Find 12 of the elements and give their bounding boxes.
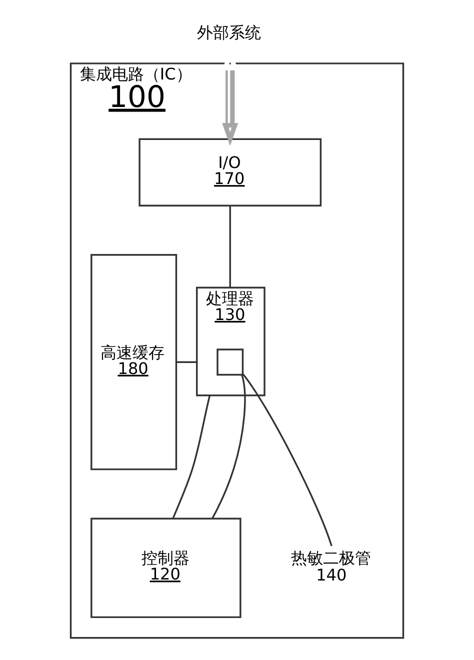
- connector: [242, 374, 332, 546]
- connector: [176, 361, 197, 363]
- node-box: [216, 348, 244, 376]
- node-box: I/O 170: [138, 138, 322, 206]
- cluster: 处理器 130: [196, 286, 266, 396]
- connector: [229, 206, 231, 288]
- connector: [172, 395, 211, 519]
- connector: [212, 374, 246, 519]
- node-box: 控制器 120: [90, 518, 242, 618]
- node-box: 高速缓存 180: [90, 254, 178, 470]
- node-text: 外部系统: [196, 22, 261, 42]
- node-text: 热敏二极管 140: [290, 548, 371, 585]
